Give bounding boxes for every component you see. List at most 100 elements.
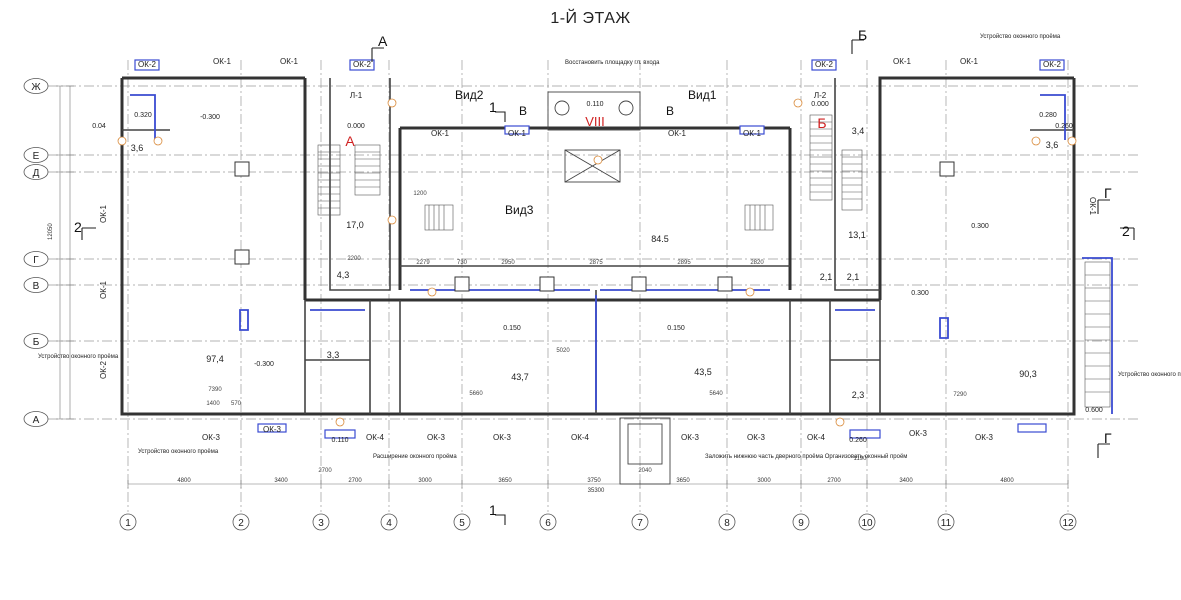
dimension-label: 3000	[418, 478, 432, 484]
dimension-label: 7390	[208, 387, 222, 393]
stair-label: Л-1	[350, 91, 363, 100]
entrance-label: VIII	[585, 114, 605, 129]
room-mark: 0.150	[667, 325, 685, 332]
column-marker	[937, 513, 955, 531]
note-window-device: Устройство оконного проёма	[138, 448, 219, 455]
window-label: ОК-2	[138, 60, 157, 69]
row-label: Д	[33, 168, 40, 179]
stair-label: Л-2	[814, 91, 827, 100]
dimension-label: 3400	[274, 478, 288, 484]
dimension-label: 5640	[709, 391, 723, 397]
column-label: 1	[125, 518, 131, 529]
dimension-label: 3400	[899, 478, 913, 484]
room-area: 2,3	[852, 390, 865, 400]
room-area: 3,3	[327, 350, 340, 360]
room-area: 3,4	[852, 126, 865, 136]
dimension-chain	[127, 480, 1069, 488]
note-restore: Восстановить площадку гл. входа	[565, 60, 660, 66]
room-area: 17,0	[346, 220, 364, 230]
column-label: 10	[861, 518, 873, 529]
note-window-device: Устройство оконного проёма	[980, 33, 1061, 40]
room-area: 97,4	[206, 354, 224, 364]
dimension-label: 2040	[638, 468, 652, 474]
dimension-label: 5660	[469, 391, 483, 397]
row-label: В	[33, 281, 40, 292]
room-area: 3,6	[1046, 140, 1059, 150]
window-label: ОК-1	[960, 57, 979, 66]
room-mark: 0.04	[92, 123, 106, 130]
column-label: 11	[941, 518, 952, 529]
section-two-right: 2	[1122, 223, 1130, 239]
row-label: Б	[33, 337, 40, 348]
room-area: 43,5	[694, 367, 712, 377]
row-label: Г	[33, 255, 39, 266]
outer-walls	[120, 76, 1076, 416]
room-mark: -0.300	[254, 361, 274, 368]
room-mark: 0.260	[1055, 123, 1073, 130]
row-label: Е	[33, 151, 40, 162]
section-g-right-bottom: Г	[1104, 430, 1112, 446]
column-marker	[539, 513, 557, 531]
room-area: 3,6	[131, 143, 144, 153]
column-marker	[453, 513, 471, 531]
row-marker	[23, 411, 49, 427]
window-label: ОК-4	[807, 433, 826, 442]
section-one-bottom: 1	[489, 502, 497, 518]
window-label: ОК-4	[571, 433, 590, 442]
section-a-top: А	[378, 33, 388, 49]
window-label: ОК-3	[681, 433, 700, 442]
column-label: 4	[386, 518, 392, 529]
room-area: 13,1	[848, 230, 866, 240]
column-label: 2	[238, 518, 244, 529]
column-label: 8	[724, 518, 730, 529]
dimension-label: 1400	[206, 401, 220, 407]
dimension-label: 5020	[556, 348, 570, 354]
room-mark: 0.110	[587, 101, 604, 108]
window-label: ОК-1	[508, 129, 527, 138]
room-number-markers	[117, 98, 1077, 427]
stair-letter: А	[345, 133, 355, 149]
window-label: ОК-2	[1043, 60, 1062, 69]
column-marker	[1059, 513, 1077, 531]
window-label: ОК-1	[743, 129, 762, 138]
dimension-label: 3650	[676, 478, 690, 484]
window-label: ОК-1	[280, 57, 299, 66]
dimension-label: 2700	[318, 468, 332, 474]
column-marker	[792, 513, 810, 531]
column-marker	[312, 513, 330, 531]
window-label: ОК-3	[263, 425, 282, 434]
view-label-3: Вид3	[505, 203, 534, 217]
column-marker	[232, 513, 250, 531]
row-marker	[23, 78, 49, 94]
note-window-device: Устройство оконного проёма	[38, 353, 119, 360]
dimension-label: 2875	[589, 260, 603, 266]
section-g-right-top: Г	[1104, 185, 1112, 201]
window-label: ОК-3	[909, 429, 928, 438]
dimension-label: 3750	[587, 478, 601, 484]
column-label: 3	[318, 518, 324, 529]
note-window-device: Устройство оконного проёма	[1118, 371, 1181, 378]
view-label-1: Вид1	[688, 88, 717, 102]
dimension-label: 1190	[854, 456, 868, 462]
dimension-label: 2700	[827, 478, 841, 484]
column-marker	[631, 513, 649, 531]
dimension-label: 570	[231, 401, 242, 407]
pillars	[234, 161, 955, 292]
row-marker	[23, 277, 49, 293]
note-fill-door: Заложить нижнюю часть дверного проёма Ор…	[705, 453, 907, 460]
dimension-label: 3650	[498, 478, 512, 484]
dimension-chain-left	[56, 85, 74, 420]
room-mark: 0.110	[332, 437, 349, 444]
dimension-label: 730	[457, 260, 468, 266]
window-label: ОК-3	[202, 433, 221, 442]
column-label: 12	[1062, 518, 1074, 529]
section-one-top: 1	[489, 99, 497, 115]
column-label: 9	[798, 518, 804, 529]
dimension-label: 2950	[501, 260, 515, 266]
dimension-label: 4800	[177, 478, 191, 484]
stair-b	[809, 114, 863, 211]
room-mark: 0.600	[1085, 407, 1103, 414]
view-arrow-b: В	[519, 104, 527, 118]
column-label: 7	[637, 518, 643, 529]
